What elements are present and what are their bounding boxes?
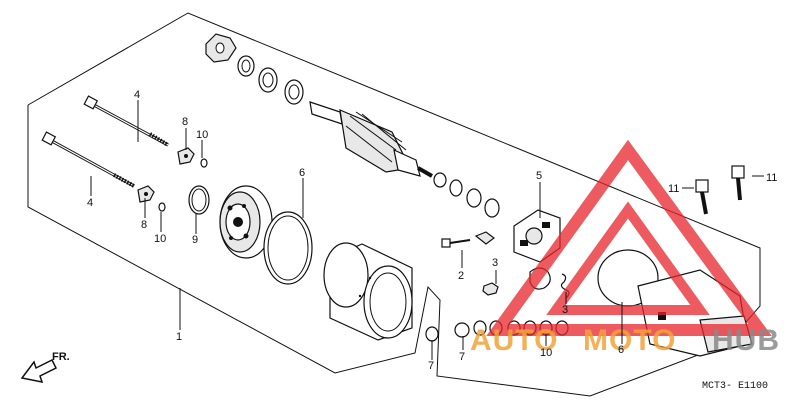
bolt-upper xyxy=(83,95,170,147)
callout-4-lower: 4 xyxy=(87,197,93,209)
watermark-triangle-inner xyxy=(546,201,710,315)
watermark-text-hub: HUB xyxy=(712,324,780,357)
bolt-11-left xyxy=(695,179,709,215)
callout-2: 2 xyxy=(458,270,464,282)
watermark-text-auto: AUTO xyxy=(470,324,558,357)
watermark-logo xyxy=(486,139,772,336)
leader-lines xyxy=(90,100,764,360)
bolt-11-right xyxy=(731,165,745,201)
washer-upper xyxy=(200,158,208,168)
callout-10-row: 10 xyxy=(540,347,552,359)
watermark-text-moto: MOTO xyxy=(583,324,676,357)
assembly-frame xyxy=(27,12,761,397)
callout-6-left: 6 xyxy=(299,167,305,179)
callout-3-left: 3 xyxy=(492,257,498,269)
callout-4-upper: 4 xyxy=(134,89,140,101)
front-direction-label: FR. xyxy=(52,351,70,363)
callout-11-right: 11 xyxy=(766,172,777,184)
callout-5: 5 xyxy=(536,170,542,182)
terminal-bolt xyxy=(441,231,495,248)
o-ring-large-left xyxy=(263,211,313,285)
armature xyxy=(309,101,433,178)
callout-10-lower: 10 xyxy=(154,233,166,245)
yoke-housing xyxy=(323,242,413,341)
diagram-code: MCT3- E1100 xyxy=(702,381,768,392)
callout-3-right: 3 xyxy=(562,304,568,316)
callout-11-left: 11 xyxy=(668,183,679,195)
front-cover xyxy=(219,185,273,259)
shim-4 xyxy=(433,172,447,188)
shim-2 xyxy=(258,67,278,93)
shim-5 xyxy=(449,179,463,197)
nut-lower xyxy=(482,282,499,296)
callout-1: 1 xyxy=(176,331,182,343)
shim-3 xyxy=(284,79,304,105)
callout-8-upper: 8 xyxy=(182,116,188,128)
washer-lower xyxy=(158,202,166,212)
bolt-lower xyxy=(41,131,135,188)
watermark-triangle-outer xyxy=(486,139,772,336)
callout-8-lower: 8 xyxy=(141,219,147,231)
front-direction-arrow-icon xyxy=(20,358,58,383)
callout-6-right: 6 xyxy=(618,344,624,356)
shim-6 xyxy=(466,188,482,208)
shim-7 xyxy=(484,198,500,218)
callout-7-left: 7 xyxy=(428,360,434,372)
callout-7-right: 7 xyxy=(459,351,465,363)
callout-9: 9 xyxy=(192,234,198,246)
shim-1 xyxy=(237,55,255,77)
callout-10-upper: 10 xyxy=(196,129,208,141)
